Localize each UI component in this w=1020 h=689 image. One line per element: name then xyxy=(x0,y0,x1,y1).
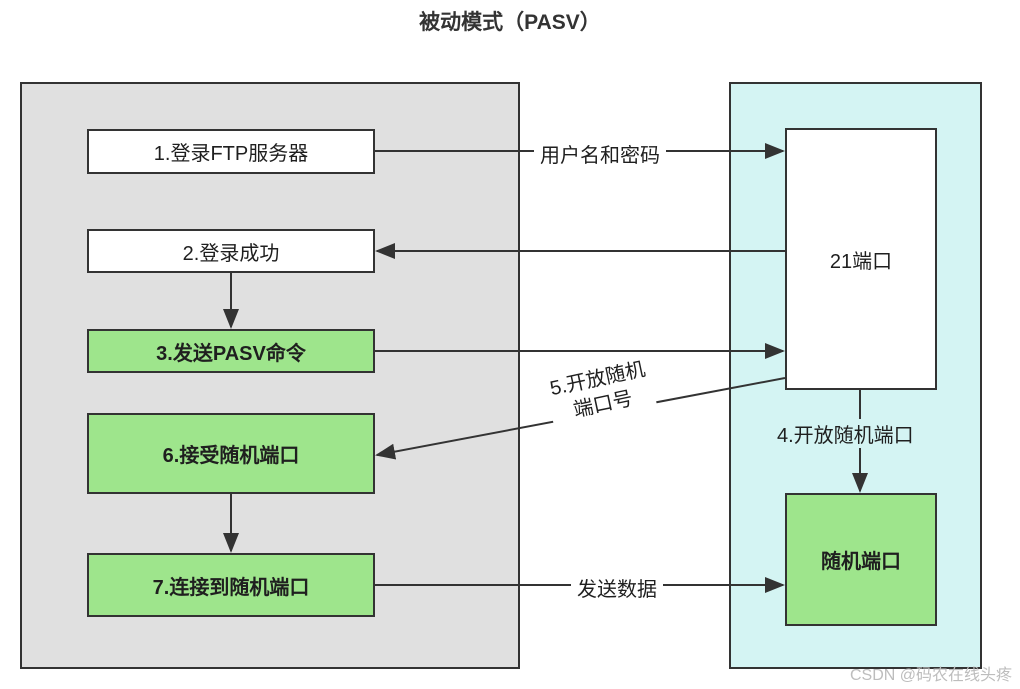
step-connect-port-label: 7.连接到随机端口 xyxy=(152,576,310,599)
port-21-label: 21端口 xyxy=(829,250,893,273)
step-accept-port-label: 6.接受随机端口 xyxy=(162,445,300,467)
random-port-label: 随机端口 xyxy=(821,551,901,573)
csdn-watermark: CSDN @码农在线头疼 xyxy=(849,667,1012,684)
open-random-port-label: 4.开放随机端口 xyxy=(773,419,918,448)
step-login-ftp-box: 1.登录FTP服务器 xyxy=(87,129,375,174)
user-pass-label: 用户名和密码 xyxy=(534,139,666,168)
step-login-ftp-label: 1.登录FTP服务器 xyxy=(153,143,309,165)
send-data-label: 发送数据 xyxy=(571,573,663,602)
random-port-box: 随机端口 xyxy=(785,493,937,626)
step-accept-port-box: 6.接受随机端口 xyxy=(87,413,375,494)
port-21-box: 21端口 xyxy=(785,128,937,390)
step-login-success-box: 2.登录成功 xyxy=(87,229,375,273)
step-send-pasv-box: 3.发送PASV命令 xyxy=(87,329,375,373)
step-connect-port-box: 7.连接到随机端口 xyxy=(87,553,375,617)
diagram-title: 被动模式（PASV） xyxy=(419,11,601,34)
step-login-success-label: 2.登录成功 xyxy=(182,242,280,265)
step-send-pasv-label: 3.发送PASV命令 xyxy=(156,342,306,365)
